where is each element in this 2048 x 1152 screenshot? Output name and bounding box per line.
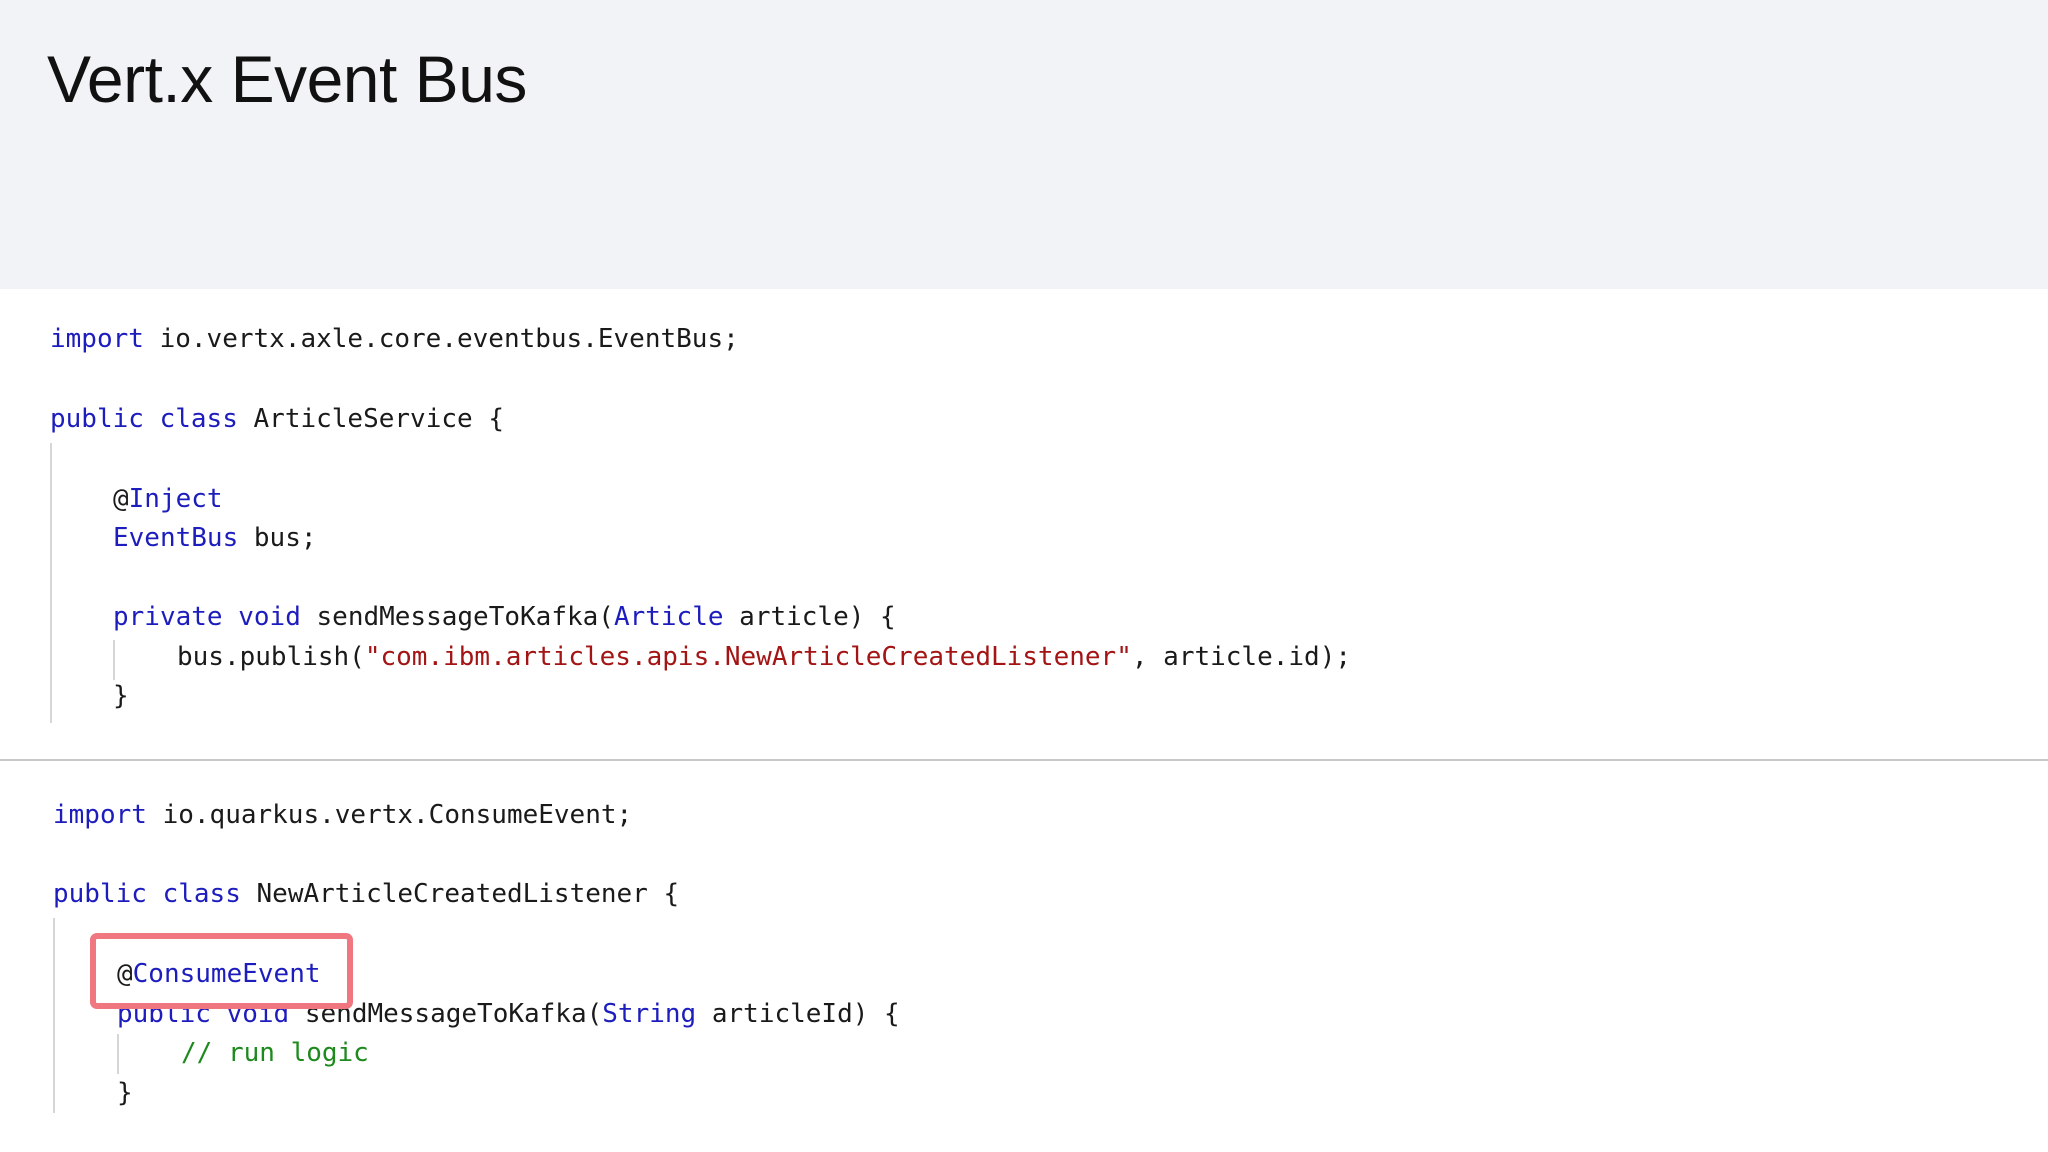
code-token: io.vertx.axle.core.eventbus.EventBus; [143,324,739,354]
code-keyword: class [162,879,241,909]
code-keyword: void [238,602,301,632]
code-keyword: private [113,602,223,632]
indent-guide [53,918,55,1113]
code-keyword: class [159,404,238,434]
code-line: // run logic [181,1033,369,1073]
indent-guide [50,443,52,723]
code-token: article) { [723,602,896,632]
code-type: String [602,999,697,1029]
code-comment: // run logic [181,1038,369,1068]
code-token [223,602,239,632]
code-line: import io.vertx.axle.core.eventbus.Event… [50,319,739,359]
section-divider [0,759,2048,761]
annotation-highlight-box [90,933,353,1009]
code-token: @ [113,484,129,514]
code-type: EventBus [113,523,239,553]
code-line: EventBus bus; [113,518,317,558]
code-token: , article.id); [1131,642,1352,672]
code-token: @ [117,959,133,989]
code-line: } [113,676,129,716]
slide-header: Vert.x Event Bus [0,0,2048,289]
code-token: sendMessageToKafka( [300,602,614,632]
indent-guide [117,1034,119,1074]
code-line: public class NewArticleCreatedListener { [53,874,679,914]
code-token: articleId) { [696,999,900,1029]
code-keyword: public [50,404,144,434]
code-token: } [113,681,129,711]
page-title: Vert.x Event Bus [47,42,527,116]
code-line: bus.publish("com.ibm.articles.apis.NewAr… [177,637,1351,677]
indent-guide [113,640,115,680]
code-keyword: import [53,800,147,830]
code-line: import io.quarkus.vertx.ConsumeEvent; [53,795,632,835]
code-line-consume-event-annotation: @ConsumeEvent [117,954,321,994]
code-line: private void sendMessageToKafka(Article … [113,597,896,637]
code-keyword: public [53,879,147,909]
code-type: Inject [128,484,223,514]
highlight-backdrop [96,939,347,1003]
code-token: bus; [238,523,317,553]
code-token [147,879,163,909]
code-token: io.quarkus.vertx.ConsumeEvent; [146,800,633,830]
code-keyword: import [50,324,144,354]
code-line: } [117,1073,133,1113]
code-line: @Inject [113,479,223,519]
code-token [144,404,160,434]
code-type: ConsumeEvent [132,959,321,989]
code-token: } [117,1078,133,1108]
code-type: Article [613,602,724,632]
code-string: "com.ibm.articles.apis.NewArticleCreated… [364,642,1132,672]
code-line: public class ArticleService { [50,399,504,439]
code-line: public void sendMessageToKafka(String ar… [117,994,900,1034]
code-token: ArticleService { [237,404,504,434]
code-token: bus.publish( [177,642,365,672]
code-token: sendMessageToKafka( [289,999,603,1029]
code-token: NewArticleCreatedListener { [240,879,680,909]
